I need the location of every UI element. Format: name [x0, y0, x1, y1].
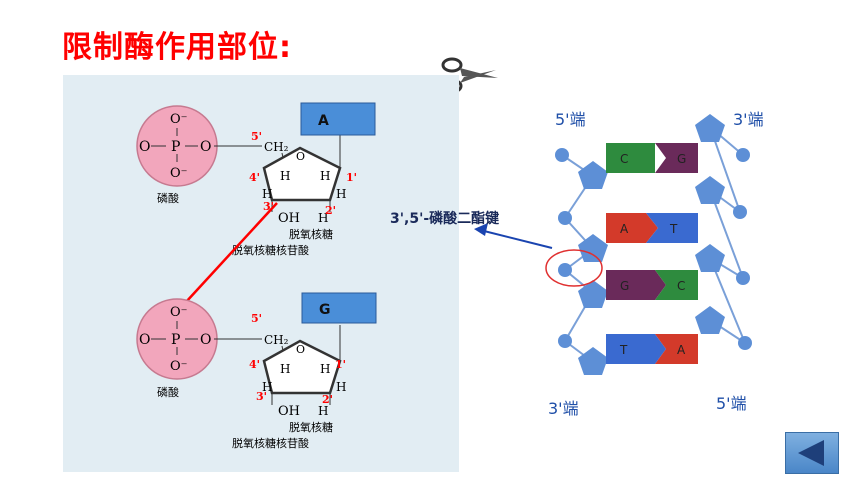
- phosphate-dot: [558, 211, 572, 225]
- phosphate-p: P: [171, 332, 180, 348]
- sugar-pentagon: [578, 234, 608, 262]
- sugar-label: 脱氧核糖: [289, 227, 333, 241]
- h-left: H: [280, 362, 290, 376]
- phosphate-o-right: O: [200, 139, 211, 155]
- base-g-label: G: [677, 152, 686, 166]
- base-g: [655, 143, 698, 173]
- oh-label: OH: [278, 211, 300, 226]
- sugar-pentagon: [695, 176, 725, 204]
- slide-title: 限制酶作用部位:: [62, 30, 292, 65]
- ch2-label: CH₂: [264, 140, 289, 154]
- sugar-pentagon: [578, 280, 608, 308]
- bond-label: 3',5'-磷酸二酯键: [390, 211, 500, 227]
- sugar-pentagon: [578, 347, 608, 375]
- pos-3: 3': [263, 200, 274, 213]
- h-low-left: H: [262, 380, 272, 394]
- back-button[interactable]: [785, 432, 839, 474]
- phosphate-dot: [558, 334, 572, 348]
- nucleotide-bottom: O⁻ O P O O⁻ 磷酸 CH₂ O H H H H OH H 脱氧核糖 脱…: [136, 292, 377, 450]
- h-right: H: [320, 362, 330, 376]
- base-g-label: G: [319, 302, 331, 318]
- back-arrow-icon: [798, 440, 824, 466]
- phosphate-dot: [736, 271, 750, 285]
- base-c: [655, 270, 698, 300]
- arrow-head-icon: [474, 223, 488, 236]
- sugar-label: 脱氧核糖: [289, 420, 333, 434]
- bond-highlight-ellipse: [545, 249, 603, 287]
- sugar-pentagon: [695, 306, 725, 334]
- base-c: [606, 143, 655, 173]
- h-low-right: H: [336, 187, 346, 201]
- svg-text:H: H: [318, 404, 328, 418]
- h-low-right: H: [336, 380, 346, 394]
- sugar-pentagon: [695, 244, 725, 272]
- pos-5: 5': [251, 130, 262, 143]
- label-3-prime-bottom-left: 3'端: [548, 399, 579, 418]
- phosphate-o-right: O: [200, 332, 211, 348]
- nucleotide-label: 脱氧核糖核苷酸: [232, 243, 309, 257]
- base-box-a: [300, 102, 376, 136]
- sugar-ring: [262, 339, 342, 395]
- ch2-label: CH₂: [264, 333, 289, 347]
- dna-double-strand: C G A T G C T A: [474, 114, 752, 375]
- bond-arrow: [479, 229, 553, 249]
- base-t: [606, 334, 666, 364]
- base-a-label: A: [318, 113, 329, 129]
- oh-label: OH: [278, 404, 300, 419]
- h-right: H: [320, 169, 330, 183]
- phosphate-dot: [738, 336, 752, 350]
- h-low-left: H: [262, 187, 272, 201]
- phosphate-o-top: O⁻: [170, 305, 188, 320]
- pos-1: 1': [335, 358, 346, 371]
- phosphate-o-bottom: O⁻: [170, 359, 188, 374]
- base-t-label: T: [669, 222, 678, 236]
- sugar-ring: [262, 146, 342, 202]
- label-5-prime-top-left: 5'端: [555, 110, 586, 129]
- label-3-prime-top-right: 3'端: [733, 110, 764, 129]
- pos-5: 5': [251, 312, 262, 325]
- base-g-label: G: [620, 279, 629, 293]
- base-g: [606, 270, 666, 300]
- pos-4: 4': [249, 358, 260, 371]
- base-a: [606, 213, 658, 243]
- phosphate-label: 磷酸: [157, 385, 179, 399]
- base-c-label: C: [620, 152, 628, 166]
- base-a-label: A: [620, 222, 629, 236]
- pos-2: 2': [325, 204, 336, 217]
- svg-text:O: O: [296, 343, 305, 356]
- svg-text:H: H: [318, 211, 328, 225]
- phosphate-dot: [736, 148, 750, 162]
- nucleotide-label: 脱氧核糖核苷酸: [232, 436, 309, 450]
- base-box-g: [301, 292, 377, 324]
- phosphate-o-top: O⁻: [170, 112, 188, 127]
- sugar-pentagon: [578, 161, 608, 189]
- label-5-prime-bottom-right: 5'端: [716, 394, 747, 413]
- phosphate-o-left: O: [139, 139, 150, 155]
- phosphate-o-bottom: O⁻: [170, 166, 188, 181]
- pos-2: 2': [322, 393, 333, 406]
- base-t-label: T: [619, 343, 628, 357]
- pos-1: 1': [346, 171, 357, 184]
- phosphate-o-left: O: [139, 332, 150, 348]
- phosphate-dot: [733, 205, 747, 219]
- phosphodiester-bond-line: [185, 202, 278, 303]
- phosphate-p: P: [171, 139, 180, 155]
- nucleotide-top: O⁻ O P O O⁻ 磷酸 CH₂ O H H H H OH H 脱氧核糖 脱…: [136, 102, 376, 257]
- base-t: [646, 213, 698, 243]
- phosphate-dot: [558, 263, 572, 277]
- phosphate-dot: [555, 148, 569, 162]
- pos-4: 4': [249, 171, 260, 184]
- pos-3: 3': [256, 390, 267, 403]
- phosphate-label: 磷酸: [157, 191, 179, 205]
- base-a: [655, 334, 698, 364]
- h-left: H: [280, 169, 290, 183]
- svg-text:O: O: [296, 150, 305, 163]
- sugar-pentagon: [695, 114, 725, 142]
- base-a-label: A: [677, 343, 686, 357]
- base-c-label: C: [677, 279, 685, 293]
- nucleotide-panel: [63, 75, 459, 472]
